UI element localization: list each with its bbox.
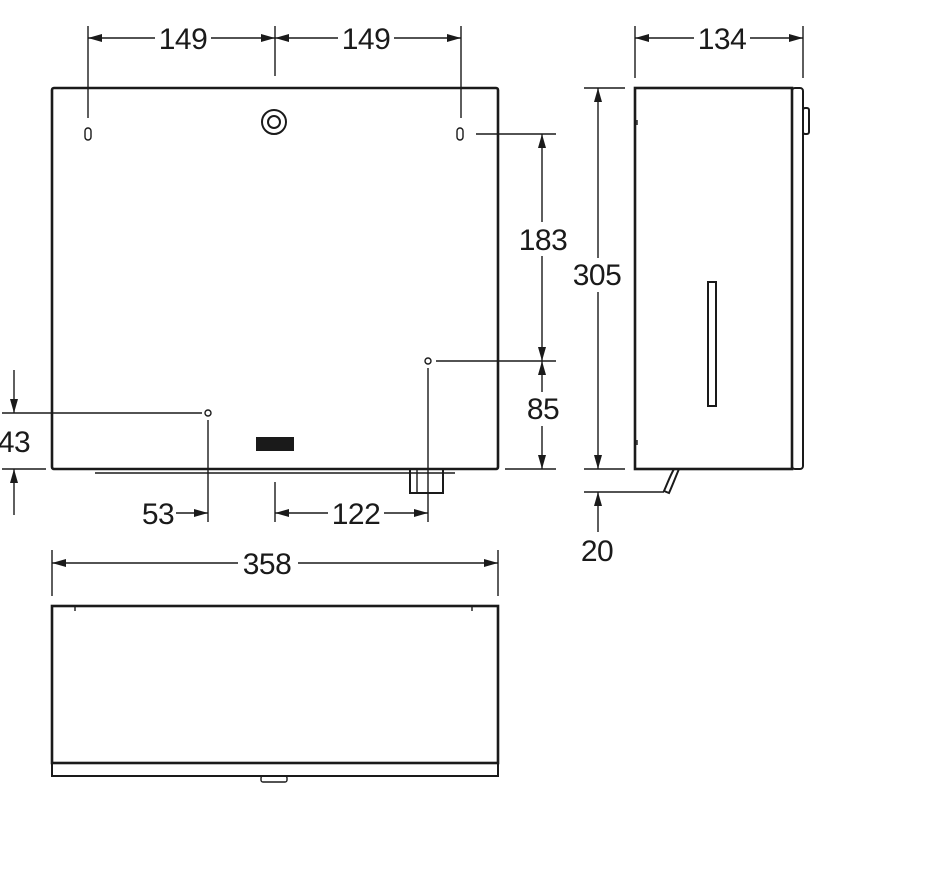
lock-core-icon — [267, 115, 281, 129]
dim-height-305: 305 — [570, 87, 626, 470]
front-view — [50, 86, 500, 494]
bottom-body-outline — [50, 604, 500, 765]
mounting-hole-lower-right — [424, 357, 432, 365]
dim-label-122: 122 — [332, 498, 381, 531]
side-view — [633, 86, 810, 495]
lock-icon — [261, 109, 287, 135]
dim-label-43: 43 — [0, 426, 30, 459]
dim-label-149-left: 149 — [159, 23, 208, 56]
bottom-lip-outline — [51, 762, 499, 777]
dim-label-85: 85 — [527, 393, 559, 426]
dispensing-window — [256, 437, 294, 451]
side-body-outline — [633, 86, 794, 471]
dim-depth-134: 134 — [634, 22, 804, 78]
bottom-view-knob — [260, 775, 288, 783]
side-slot-window — [707, 281, 717, 407]
mounting-hole-lower-left — [204, 409, 212, 417]
dim-label-183: 183 — [519, 224, 568, 257]
dim-bottom-offsets: 53 122 — [142, 368, 429, 531]
dim-label-20: 20 — [581, 535, 613, 568]
dim-label-149-right: 149 — [342, 23, 391, 56]
dim-width-358: 358 — [51, 546, 499, 596]
dim-label-305: 305 — [573, 259, 622, 292]
front-body-outline — [50, 86, 500, 471]
side-cover-edge — [791, 87, 804, 470]
bottom-tab — [409, 469, 444, 494]
dim-label-134: 134 — [698, 23, 747, 56]
dim-label-358: 358 — [243, 548, 292, 581]
dim-right-vertical: 183 85 — [436, 133, 568, 470]
dim-left-43: 43 — [0, 370, 202, 515]
dim-label-53: 53 — [142, 498, 174, 531]
dim-projection-20: 20 — [581, 491, 664, 568]
bottom-view — [50, 604, 500, 783]
mounting-slot-top-left — [84, 127, 92, 141]
mounting-slot-top-right — [456, 127, 464, 141]
side-paper-tab — [662, 468, 681, 495]
dim-top-hole-spacing: 149 149 — [87, 22, 462, 118]
side-lock-protrusion — [802, 107, 810, 135]
